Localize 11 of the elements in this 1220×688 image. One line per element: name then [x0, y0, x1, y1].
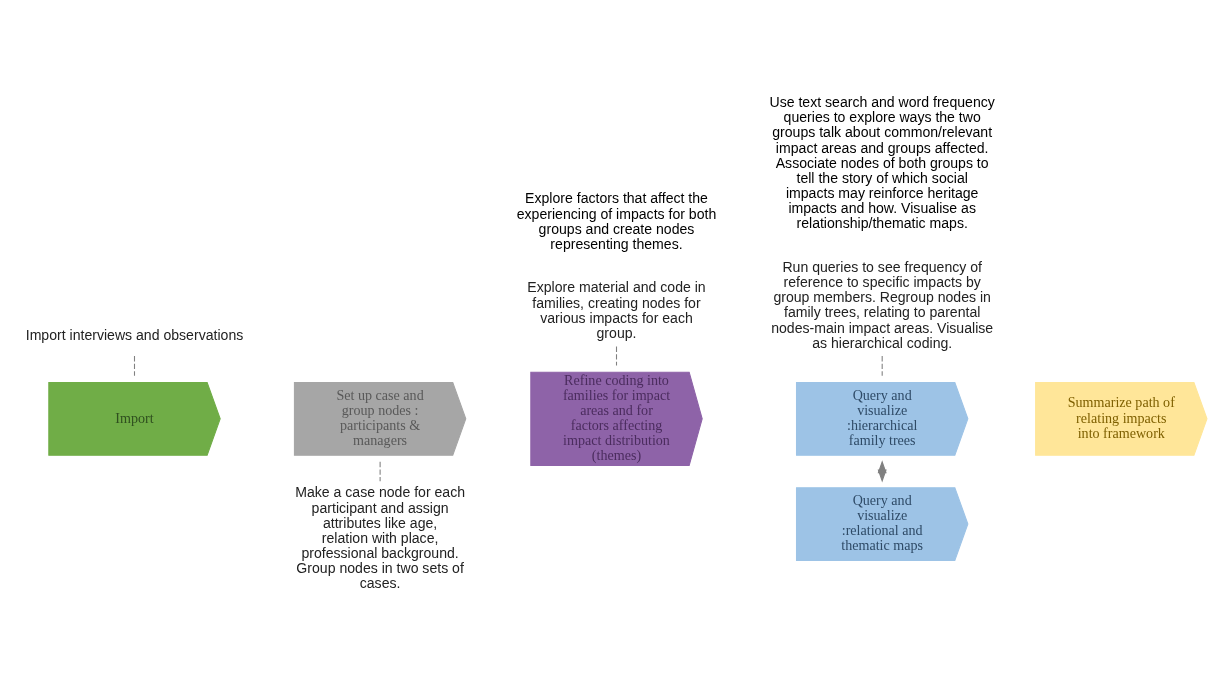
- arrow: [877, 460, 887, 483]
- node-text: Run queries to see frequency of reference to specific impacts by group members. Regroup nodes in family trees, relating to parental nodes-main impact areas. Visualise as hierarchical coding.: [771, 258, 994, 351]
- label: Explore factors that affect the experiencing of impacts for both groups and create nodes representing themes.: [516, 190, 717, 253]
- connector: [133, 355, 136, 377]
- connector: [615, 346, 618, 367]
- label: Use text search and word frequency queries to explore ways the two groups talk about common/relevant impact areas and groups affected. Associate nodes of both groups to tell the story of which social impacts may reinforce heritage impacts and how. Visualise as relationship/thematic maps.: [769, 93, 995, 232]
- node-text: Import interviews and observations: [25, 327, 244, 344]
- connector: [379, 461, 381, 482]
- connector: [881, 355, 883, 377]
- node-text: Explore material and code in families, creating nodes for various impacts for each group.: [527, 279, 706, 341]
- node-text: Make a case node for each participant and assign attributes like age, relation with place, professional background. Group nodes in two sets of cases.: [295, 484, 466, 592]
